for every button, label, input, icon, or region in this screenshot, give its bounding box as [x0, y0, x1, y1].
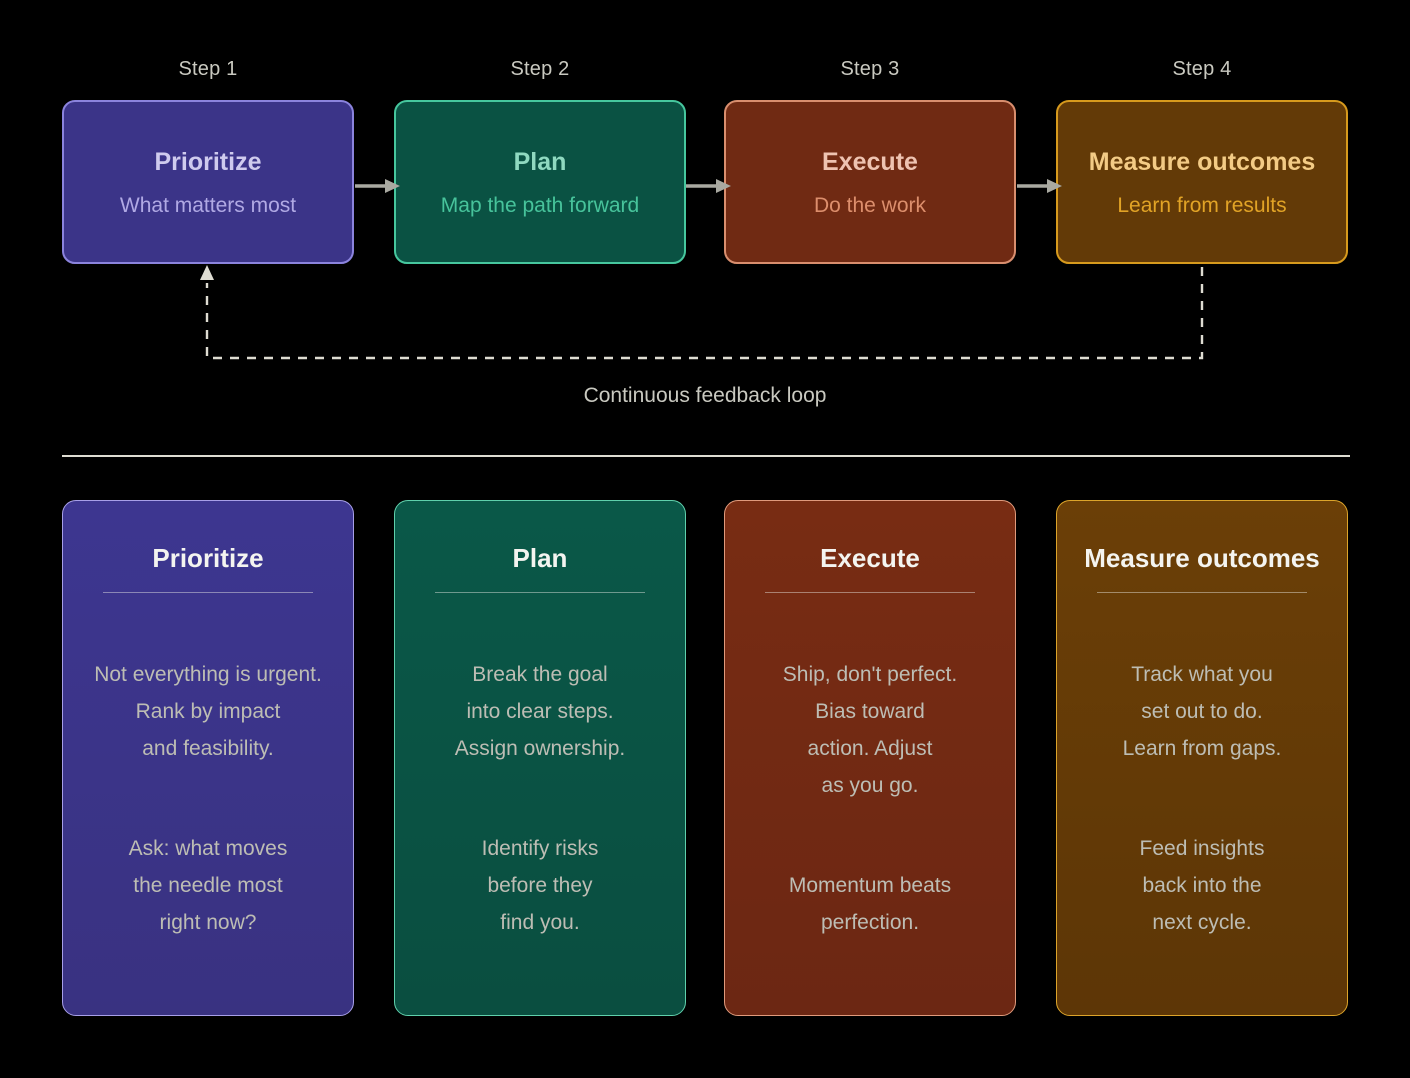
detail-card-paragraph: Not everything is urgent. Rank by impact…: [94, 663, 322, 760]
detail-card-title: Plan: [512, 543, 568, 573]
flow-step-1[interactable]: Step 1 Prioritize What matters most: [62, 0, 354, 264]
detail-card-body: Track what you set out to do. Learn from…: [1075, 619, 1329, 978]
detail-card-measure-outcomes[interactable]: Measure outcomes Track what you set out …: [1056, 500, 1348, 1016]
detail-card-rule: [103, 592, 313, 593]
detail-card-body: Not everything is urgent. Rank by impact…: [81, 619, 335, 978]
detail-card-body: Break the goal into clear steps. Assign …: [413, 619, 667, 978]
step-label-3: Step 3: [840, 58, 900, 80]
flow-box-subtitle: Map the path forward: [440, 193, 640, 217]
step-label-4: Step 4: [1172, 58, 1232, 80]
flow-box-subtitle: Do the work: [813, 193, 927, 217]
detail-card-rule: [435, 592, 645, 593]
flow-box-subtitle: What matters most: [119, 193, 297, 217]
step-label-1: Step 1: [178, 58, 238, 80]
detail-card-paragraph: Break the goal into clear steps. Assign …: [454, 663, 626, 760]
flow-step-2[interactable]: Step 2 Plan Map the path forward: [394, 0, 686, 264]
arrow-right-icon-3: [1017, 179, 1062, 193]
flow-step-3[interactable]: Step 3 Execute Do the work: [724, 0, 1016, 264]
flow-box-execute[interactable]: Execute Do the work: [724, 100, 1016, 264]
detail-card-prioritize[interactable]: Prioritize Not everything is urgent. Ran…: [62, 500, 354, 1016]
detail-card-paragraph: Feed insights back into the next cycle.: [1139, 837, 1265, 934]
flow-box-title: Execute: [822, 147, 918, 176]
flow-box-prioritize[interactable]: Prioritize What matters most: [62, 100, 354, 264]
arrow-right-icon-2: [686, 179, 731, 193]
detail-card-paragraph: Identify risks before they find you.: [481, 837, 599, 934]
detail-card-execute[interactable]: Execute Ship, don't perfect. Bias toward…: [724, 500, 1016, 1016]
flow-step-4[interactable]: Step 4 Measure outcomes Learn from resul…: [1056, 0, 1348, 264]
detail-cards-row: Prioritize Not everything is urgent. Ran…: [0, 500, 1410, 1018]
flow-box-title: Measure outcomes: [1088, 147, 1316, 176]
feedback-loop-connector: [200, 265, 1204, 360]
detail-card-title: Measure outcomes: [1084, 543, 1320, 573]
detail-card-title: Prioritize: [152, 543, 264, 573]
arrow-right-icon-1: [355, 179, 400, 193]
flow-box-measure-outcomes[interactable]: Measure outcomes Learn from results: [1056, 100, 1348, 264]
flow-box-title: Prioritize: [154, 147, 262, 176]
detail-card-paragraph: Momentum beats perfection.: [788, 874, 952, 934]
section-divider: [62, 455, 1350, 457]
flow-box-plan[interactable]: Plan Map the path forward: [394, 100, 686, 264]
flow-box-title: Plan: [513, 147, 567, 176]
process-flow-row: Step 1 Prioritize What matters most Step…: [0, 0, 1410, 280]
step-label-2: Step 2: [510, 58, 570, 80]
detail-card-paragraph: Ship, don't perfect. Bias toward action.…: [782, 663, 958, 797]
detail-card-paragraph: Track what you set out to do. Learn from…: [1122, 663, 1282, 760]
detail-card-rule: [765, 592, 975, 593]
detail-card-plan[interactable]: Plan Break the goal into clear steps. As…: [394, 500, 686, 1016]
flow-box-subtitle: Learn from results: [1117, 193, 1287, 217]
detail-card-rule: [1097, 592, 1307, 593]
detail-card-title: Execute: [820, 543, 920, 573]
detail-card-body: Ship, don't perfect. Bias toward action.…: [743, 619, 997, 978]
feedback-loop-caption: Continuous feedback loop: [583, 384, 827, 407]
detail-card-paragraph: Ask: what moves the needle most right no…: [128, 837, 288, 934]
feedback-arrowhead-icon: [200, 265, 214, 280]
